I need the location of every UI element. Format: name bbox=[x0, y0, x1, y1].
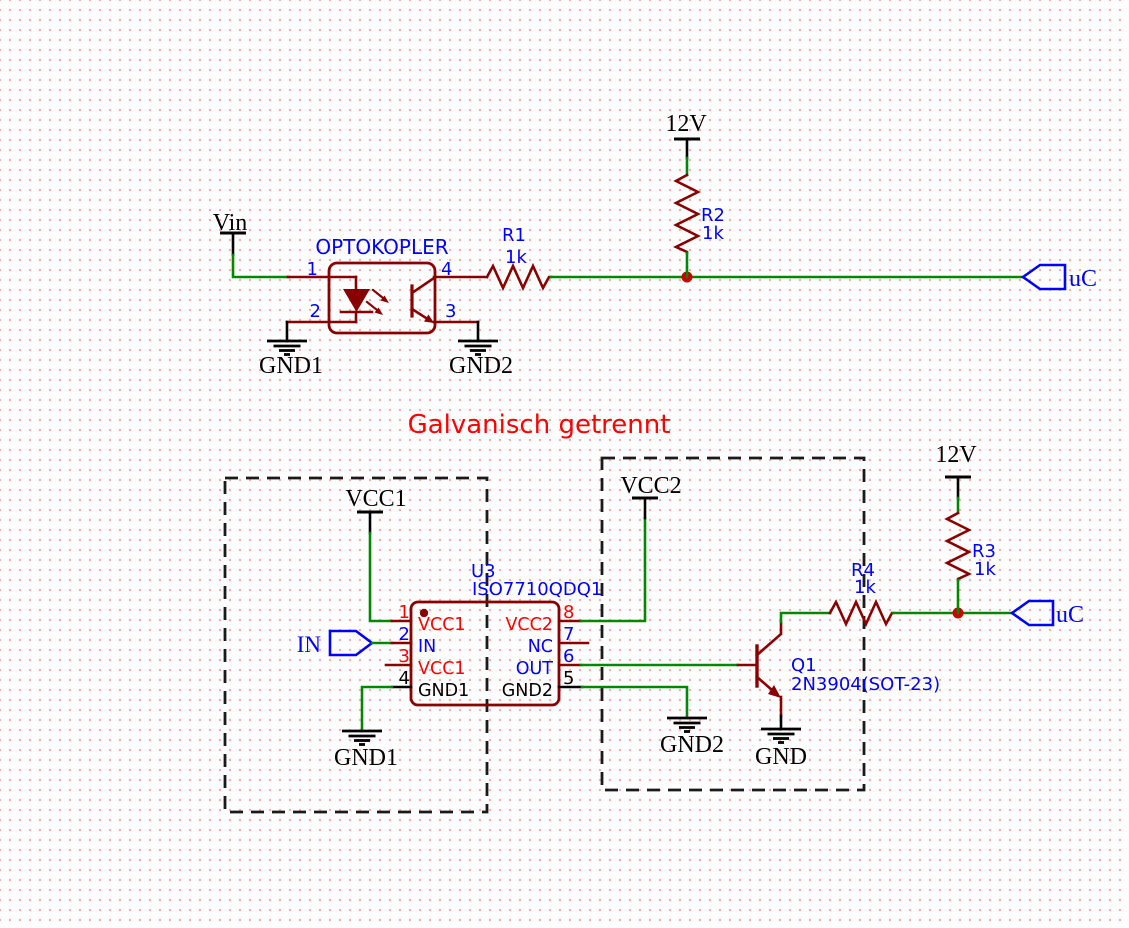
optocoupler-label: OPTOKOPLER bbox=[315, 235, 448, 259]
12v-label: 12V bbox=[665, 111, 707, 137]
resistor-r2[interactable]: R2 1k bbox=[672, 173, 725, 255]
isolation-box-right[interactable] bbox=[600, 456, 866, 792]
uc-label: uC bbox=[1069, 266, 1097, 292]
u3-pin-name: VCC1 bbox=[418, 659, 466, 679]
q1-emitter bbox=[755, 675, 774, 692]
light-arrow-1-head bbox=[380, 295, 389, 303]
power-flag-vcc2[interactable]: VCC2 bbox=[620, 473, 682, 520]
u3-part: ISO7710QDQ1 bbox=[472, 579, 602, 600]
u3-pin-name: OUT bbox=[516, 659, 554, 679]
phototransistor-emitter-arrow bbox=[424, 314, 434, 323]
vcc2-label: VCC2 bbox=[620, 473, 681, 499]
gnd1-label: GND1 bbox=[259, 353, 323, 379]
q1-collector bbox=[755, 620, 783, 657]
u3-pin-number: 6 bbox=[563, 646, 574, 667]
netflag-shape bbox=[1020, 263, 1067, 291]
wire-pin4-gnd1[interactable] bbox=[360, 685, 394, 733]
netflag-shape bbox=[328, 629, 375, 657]
wire-pin5-gnd2[interactable] bbox=[580, 685, 689, 720]
power-flag-vin[interactable]: Vin bbox=[213, 210, 248, 257]
opto-pin3-number: 3 bbox=[445, 301, 456, 322]
power-flag-12v-bottom[interactable]: 12V bbox=[935, 442, 977, 500]
resistor-zigzag bbox=[485, 262, 553, 292]
ground-gnd2-bottom[interactable]: GND2 bbox=[660, 716, 724, 758]
vcc1-label: VCC1 bbox=[345, 486, 406, 512]
ground-gnd1-top[interactable]: GND1 bbox=[259, 320, 323, 379]
isolation-note[interactable]: Galvanisch getrennt bbox=[408, 410, 671, 440]
u3-pin-name: NC bbox=[528, 637, 553, 657]
12v-label: 12V bbox=[935, 442, 977, 468]
gnd1-label: GND1 bbox=[334, 745, 398, 771]
ground-gnd-q1[interactable]: GND bbox=[755, 714, 807, 770]
u3-pin-number: 8 bbox=[563, 602, 574, 623]
u3-pin-number: 2 bbox=[399, 624, 410, 645]
pin1-marker bbox=[419, 608, 429, 618]
netflag-uc-top[interactable]: uC bbox=[1020, 263, 1097, 292]
isolation-box-left[interactable] bbox=[223, 476, 489, 814]
u3-ref: U3 bbox=[471, 561, 496, 582]
u3-pin-name: GND1 bbox=[418, 681, 469, 701]
resistor-r1[interactable]: R1 1k bbox=[485, 225, 553, 292]
resistor-zigzag bbox=[828, 598, 895, 628]
ic-u3[interactable]: U3 ISO7710QDQ1 1 2 3 4 8 7 6 5 VCC1 IN V… bbox=[384, 561, 602, 707]
wire-vcc1-pin1[interactable] bbox=[368, 531, 394, 623]
u3-pin-name: VCC1 bbox=[418, 615, 466, 635]
u3-pin-number: 7 bbox=[563, 624, 574, 645]
r1-value: 1k bbox=[505, 247, 527, 268]
ground-gnd2-top[interactable]: GND2 bbox=[449, 320, 513, 379]
q1-emitter-arrow bbox=[768, 685, 781, 698]
resistor-zigzag bbox=[672, 173, 701, 255]
u3-pin-name: GND2 bbox=[502, 681, 553, 701]
wire-pin8-vcc2[interactable] bbox=[579, 516, 647, 623]
u3-pin-number: 5 bbox=[563, 668, 574, 689]
u3-pin-number: 3 bbox=[399, 646, 410, 667]
optocoupler-body bbox=[327, 261, 437, 335]
r4-ref: R4 bbox=[851, 560, 875, 581]
resistor-zigzag bbox=[944, 511, 973, 582]
gnd2-label: GND2 bbox=[449, 353, 513, 379]
r3-ref: R3 bbox=[972, 541, 996, 562]
light-arrow-1 bbox=[371, 288, 385, 300]
led-triangle bbox=[343, 289, 370, 312]
light-arrow-2 bbox=[365, 300, 379, 312]
r2-value: 1k bbox=[702, 223, 724, 244]
r4-value: 1k bbox=[854, 577, 876, 598]
ground-gnd1-bottom[interactable]: GND1 bbox=[334, 729, 398, 771]
u3-pin-number: 4 bbox=[399, 668, 410, 689]
opto-pin1-number: 1 bbox=[307, 259, 318, 280]
r1-ref: R1 bbox=[502, 225, 526, 246]
power-flag-vcc1[interactable]: VCC1 bbox=[345, 486, 407, 535]
netflag-uc-bottom[interactable]: uC bbox=[1009, 599, 1084, 628]
r2-ref: R2 bbox=[701, 205, 725, 226]
opto-pin4-number: 4 bbox=[441, 259, 452, 280]
phototransistor-emitter bbox=[410, 307, 428, 320]
power-flag-12v-top[interactable]: 12V bbox=[665, 111, 707, 160]
resistor-r4[interactable]: R4 1k bbox=[828, 560, 895, 628]
u3-pin-name: IN bbox=[418, 637, 436, 657]
gnd-label: GND bbox=[755, 744, 807, 770]
uc-label: uC bbox=[1056, 602, 1084, 628]
netflag-shape bbox=[1009, 599, 1055, 627]
transistor-q1[interactable]: Q1 2N3904(SOT-23) bbox=[736, 620, 940, 718]
r3-value: 1k bbox=[974, 559, 996, 580]
optocoupler[interactable]: OPTOKOPLER 1 2 4 3 bbox=[307, 235, 457, 335]
gnd2-label: GND2 bbox=[660, 732, 724, 758]
wire-collector-r4[interactable] bbox=[779, 611, 832, 624]
resistor-r3[interactable]: R3 1k bbox=[944, 511, 996, 582]
netflag-in[interactable]: IN bbox=[297, 629, 375, 657]
opto-pin2-number: 2 bbox=[310, 301, 321, 322]
wire-vin[interactable] bbox=[231, 253, 291, 279]
in-label: IN bbox=[297, 632, 322, 657]
q1-part: 2N3904(SOT-23) bbox=[791, 674, 940, 695]
ic-body bbox=[409, 600, 561, 707]
light-arrow-2-head bbox=[374, 307, 383, 315]
u3-pin-number: 1 bbox=[399, 602, 410, 623]
q1-ref: Q1 bbox=[791, 655, 817, 676]
phototransistor-collector bbox=[410, 276, 436, 295]
u3-pin-name: VCC2 bbox=[505, 615, 553, 635]
